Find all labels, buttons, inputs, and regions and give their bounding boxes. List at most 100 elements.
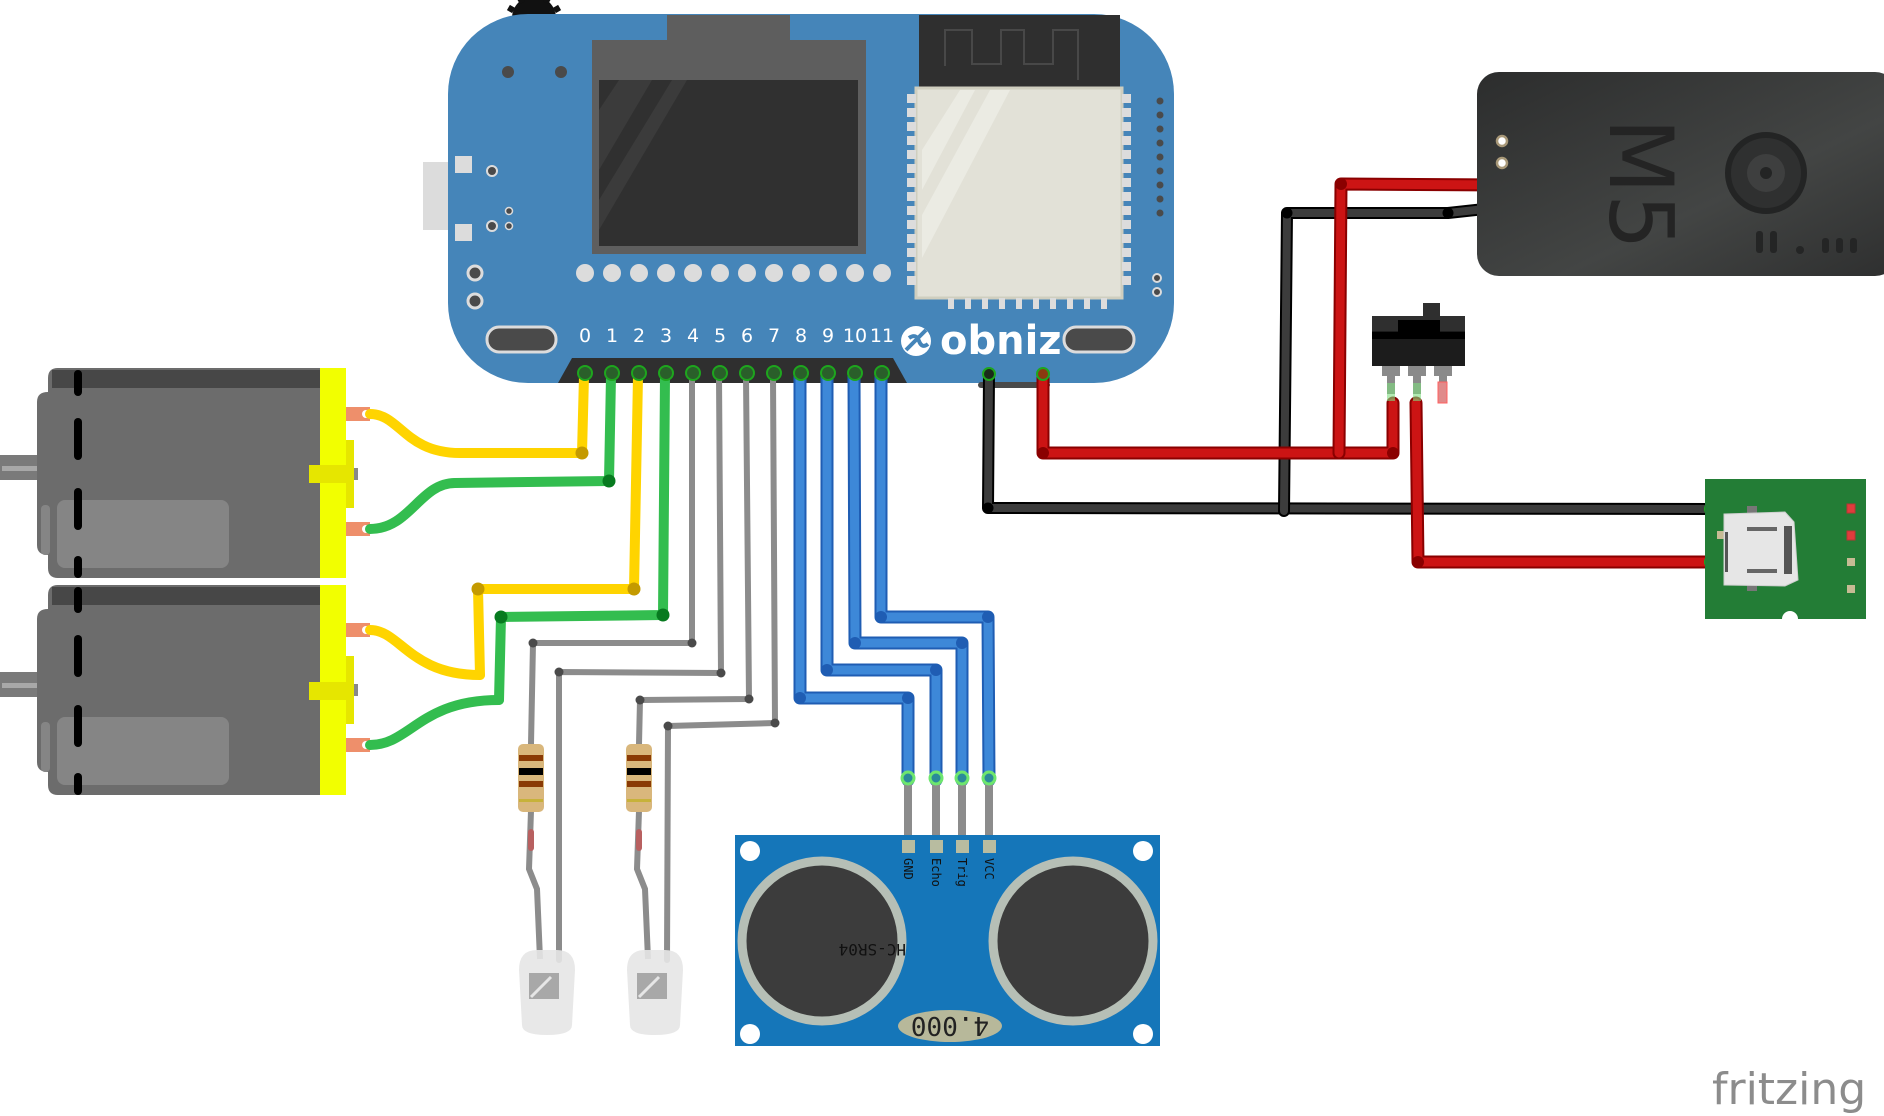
pcb-via bbox=[1156, 167, 1164, 175]
wire-motor1-b-curve bbox=[365, 478, 460, 534]
pin-label: 5 bbox=[714, 325, 726, 347]
motor-side-light bbox=[41, 722, 50, 772]
wire-pin9-echo bbox=[822, 371, 941, 785]
resistor-band bbox=[627, 781, 651, 787]
wire-gnd-usb-outline bbox=[982, 369, 1717, 515]
micro-usb-port[interactable] bbox=[1723, 511, 1799, 587]
esp32-pin bbox=[1122, 234, 1131, 243]
pad bbox=[1846, 503, 1856, 514]
status-led bbox=[576, 264, 594, 282]
esp32-pin bbox=[1122, 108, 1131, 117]
pcb-via bbox=[1156, 209, 1164, 217]
motor-endcap-boss bbox=[346, 440, 354, 508]
motor-slot bbox=[74, 635, 82, 677]
status-led bbox=[603, 264, 621, 282]
usb-breakout bbox=[1705, 479, 1866, 627]
button-right[interactable] bbox=[1062, 325, 1136, 354]
sensor-pin-pad bbox=[930, 840, 943, 853]
status-led bbox=[846, 264, 864, 282]
resistor-band bbox=[519, 755, 543, 761]
wire-motor1-a bbox=[455, 371, 589, 458]
wires bbox=[365, 177, 1718, 963]
wire-bendpoint bbox=[554, 667, 564, 677]
esp32-pin bbox=[1122, 192, 1131, 201]
switch-band bbox=[1372, 332, 1465, 339]
switch-knob[interactable] bbox=[1423, 303, 1440, 316]
brand-name: obniz bbox=[940, 318, 1062, 364]
pcb-via bbox=[1156, 125, 1164, 133]
pin-label: 10 bbox=[843, 325, 867, 347]
esp32-pin bbox=[907, 192, 916, 201]
crystal bbox=[898, 1010, 1002, 1042]
esp32-pin bbox=[1084, 298, 1090, 309]
transmitter bbox=[737, 856, 907, 1026]
lead-marker bbox=[528, 829, 534, 851]
sensor-pin-connector bbox=[928, 770, 944, 786]
wire-motor2-a-curve bbox=[365, 625, 485, 680]
sensor-pin-label: VCC bbox=[982, 858, 996, 880]
esp32-pin bbox=[1122, 248, 1131, 257]
mount-hole bbox=[740, 1024, 760, 1044]
usb-pins bbox=[1784, 526, 1792, 574]
pcb-via bbox=[486, 220, 498, 232]
wire-bendpoint bbox=[794, 692, 806, 704]
receiver bbox=[988, 856, 1158, 1026]
header-pin bbox=[739, 365, 755, 381]
motor-slot bbox=[74, 556, 82, 578]
mount-hole bbox=[740, 841, 760, 861]
motor-endcap-tab bbox=[309, 682, 346, 700]
esp32-pin bbox=[907, 206, 916, 215]
header-pin-vcc bbox=[1036, 367, 1050, 381]
sensor-pin-label: GND bbox=[901, 858, 915, 880]
esp32-pin bbox=[1067, 298, 1073, 309]
sensor-pin-label: Echo bbox=[929, 858, 943, 887]
pin-label: 7 bbox=[768, 325, 780, 347]
header-pin bbox=[658, 365, 674, 381]
esp32-pin bbox=[999, 298, 1005, 309]
resistor-band bbox=[627, 768, 651, 775]
pcb-via bbox=[1156, 97, 1164, 105]
status-led bbox=[819, 264, 837, 282]
slide-switch[interactable] bbox=[1372, 303, 1465, 404]
esp32-pin bbox=[1122, 220, 1131, 229]
pcb-via bbox=[466, 264, 484, 282]
status-led bbox=[657, 264, 675, 282]
header-pin bbox=[874, 365, 890, 381]
esp32-pin bbox=[1122, 178, 1131, 187]
header-pin bbox=[604, 365, 620, 381]
esp32-pin bbox=[1016, 298, 1022, 309]
motor-endcap-boss bbox=[346, 656, 354, 724]
m5-button-center bbox=[1760, 167, 1772, 179]
wire-m5-gnd bbox=[1280, 203, 1507, 515]
wire-bendpoint bbox=[1335, 178, 1347, 190]
wire-bendpoint bbox=[1412, 556, 1424, 568]
button-left[interactable] bbox=[485, 325, 558, 354]
sensor-leg bbox=[985, 780, 993, 836]
header-pin bbox=[577, 365, 593, 381]
wire-bendpoint bbox=[656, 608, 670, 622]
esp32-pins bbox=[907, 94, 916, 285]
wire-motor1-a-curve bbox=[365, 409, 465, 458]
switch-leg-unconnected bbox=[1437, 381, 1448, 404]
esp32-pin bbox=[907, 108, 916, 117]
pad bbox=[1847, 558, 1855, 566]
pcb-via bbox=[486, 165, 498, 177]
motor-terminal-b bbox=[346, 522, 370, 536]
usb-pad bbox=[455, 224, 472, 241]
motor-rear-pin bbox=[354, 684, 358, 696]
pcb-via bbox=[1152, 287, 1162, 297]
mount-hole bbox=[1133, 1024, 1153, 1044]
esp32-pin bbox=[1050, 298, 1056, 309]
pin-label: 8 bbox=[795, 325, 807, 347]
pin-label: 4 bbox=[687, 325, 699, 347]
esp32-pin bbox=[907, 150, 916, 159]
wire-bendpoint bbox=[471, 582, 485, 596]
switch-leg-connected bbox=[1413, 383, 1421, 401]
wire-bendpoint bbox=[875, 611, 887, 623]
motor-shaft-highlight bbox=[2, 466, 42, 471]
motor-slot bbox=[74, 587, 82, 613]
usb-edge bbox=[1725, 532, 1728, 572]
